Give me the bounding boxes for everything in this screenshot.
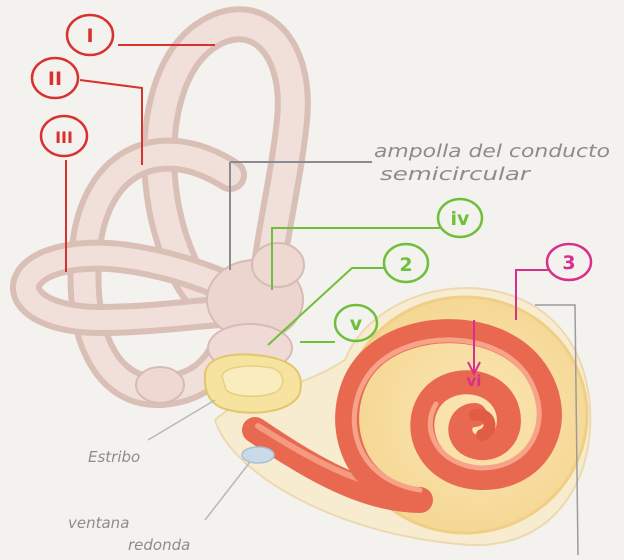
label-II: II	[48, 68, 62, 90]
stapes-inner	[222, 366, 283, 396]
label-vi: vi	[467, 372, 482, 390]
stapes-footplate	[205, 354, 301, 412]
annotation-ampolla-line1: ampolla del conducto	[374, 141, 610, 162]
annotation-estribo: Estribo	[88, 448, 140, 466]
ampulla-superior	[252, 243, 304, 287]
round-window	[242, 447, 274, 463]
label-v: v	[350, 313, 363, 335]
label-iv: iv	[451, 208, 471, 230]
label-2: 2	[399, 254, 412, 276]
annotation-ventana-line1: ventana	[68, 514, 129, 532]
annotation-ampolla-line2: semicircular	[380, 164, 532, 185]
ampulla-posterior	[136, 367, 184, 403]
label-I: I	[86, 25, 93, 47]
annotation-ventana-line2: redonda	[128, 536, 190, 554]
label-III: III	[55, 128, 73, 147]
label-3: 3	[562, 252, 575, 274]
